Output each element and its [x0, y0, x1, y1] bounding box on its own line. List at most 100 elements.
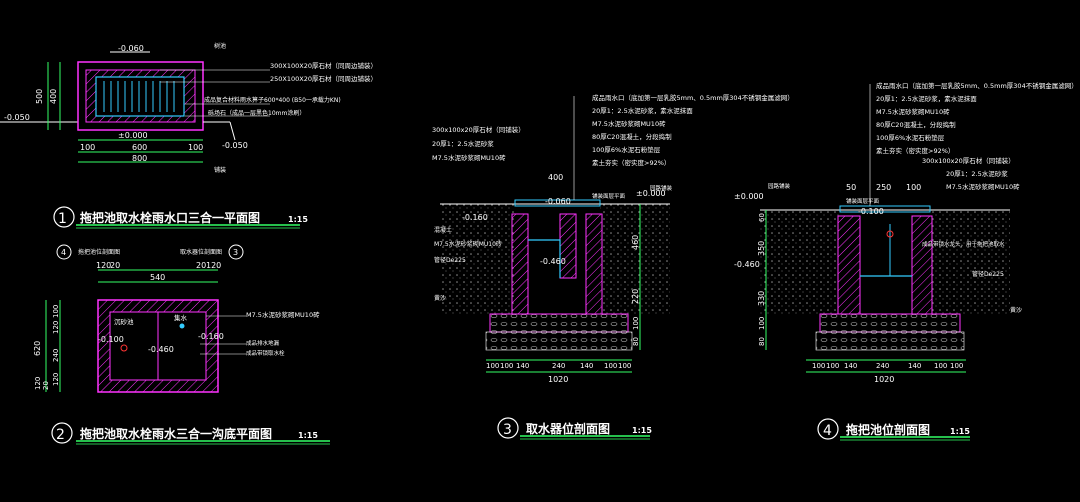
- plan1-label-top: 树池: [214, 42, 226, 50]
- sec3-dim-top: 400: [548, 173, 563, 182]
- plan2-title-num: 2: [56, 427, 65, 443]
- sec4-dim-v-4: 80: [758, 337, 766, 346]
- sec3-dim-b-1: 100: [500, 362, 513, 370]
- plan2-dim-top-1: 20: [110, 261, 120, 270]
- sec4-label-pave: 铺装面层平面: [846, 197, 880, 205]
- sec3-dim-b-2: 140: [516, 362, 529, 370]
- sec4-dim-b-1: 100: [826, 362, 839, 370]
- plan2-note-wall: M7.5水泥砂浆砌MU10砖: [246, 310, 320, 319]
- sec3-note-top-3: 80厚C20混凝土，分段捣制: [592, 132, 672, 141]
- plan1-dim-h-2: 100: [188, 143, 203, 152]
- sec4-label-edge: 园路铺装: [768, 182, 791, 190]
- plan2-ref-right-label: 取水器位剖面图: [180, 248, 222, 256]
- sec4-title: 拖把池位剖面图: [846, 422, 930, 437]
- sec4-note-top-4: 100厚6%水泥石粉垫层: [876, 133, 945, 142]
- sec4-note-right-1: 20厚1：2.5水泥砂浆: [946, 169, 1008, 178]
- sec4-label-pipe: 管径De225: [972, 270, 1004, 278]
- sec4-dim-v-2: 330: [757, 291, 766, 306]
- plan2-dim-v-4: 120: [34, 377, 42, 390]
- sec3-note-top-0: 成品雨水口（底加第一层乳胶5mm、0.5mm厚304不锈钢金属滤网）: [592, 93, 794, 102]
- sec4-dim-top-2: 100: [906, 183, 921, 192]
- sec3-scale: 1:15: [632, 426, 652, 435]
- plan1-dim-v2: 400: [49, 89, 58, 104]
- sec3-note-left-0: 300x100x20厚石材（同铺装）: [432, 125, 525, 134]
- sec4-label-slope: 成品带锁水龙头，用于拖把池取水: [922, 240, 1005, 248]
- sec4-note-top-3: 80厚C20混凝土，分段捣制: [876, 120, 956, 129]
- sec3-note-top-4: 100厚6%水泥石粉垫层: [592, 145, 661, 154]
- plan1-elev-bottom: ±0.000: [118, 131, 148, 140]
- sec3-elev-top: ±0.000: [636, 189, 666, 198]
- plan1-dim-h-1: 600: [132, 143, 147, 152]
- plan2-dim-v-3: 120: [52, 373, 60, 386]
- plan2-dim-v-0: 100: [52, 305, 60, 318]
- sec3-note-left-1: 20厚1：2.5水泥砂浆: [432, 139, 494, 148]
- sec4-dim-b-4: 140: [908, 362, 921, 370]
- sec3-dim-b-4: 140: [580, 362, 593, 370]
- plan1-dim-v: 500: [35, 89, 44, 104]
- plan1-note-1: 250X100X20厚石材（同周边铺装）: [270, 74, 377, 83]
- sec4-note-top-2: M7.5水泥砂浆砌MU10砖: [876, 107, 950, 116]
- plan1-dim-total: 800: [132, 154, 147, 163]
- sec4-note-top-1: 20厚1：2.5水泥砂浆，素水泥抹面: [876, 94, 977, 103]
- plan2-dim-top-4: 120: [206, 261, 221, 270]
- plan2-elev-b: -0.460: [148, 345, 174, 354]
- sec4-note-top-0: 成品雨水口（底加第一层乳胶5mm、0.5mm厚304不锈钢金属滤网）: [876, 81, 1078, 90]
- plan2-ref-right: 3: [233, 248, 238, 257]
- plan1-title-num: 1: [58, 211, 67, 227]
- sec3-label-pave: 铺装面层平面: [592, 192, 626, 200]
- sec3-elev-c: -0.460: [540, 257, 566, 266]
- plan1-scale: 1:15: [288, 215, 308, 224]
- sec3-note-top-1: 20厚1：2.5水泥砂浆，素水泥抹面: [592, 106, 693, 115]
- sec3-note-top-2: M7.5水泥砂浆砌MU10砖: [592, 119, 666, 128]
- plan1-elev-br: -0.050: [222, 141, 248, 150]
- sec4-dim-v-1: 350: [757, 241, 766, 256]
- sec4-note-top-5: 素土夯实（密实度>92%）: [876, 146, 954, 155]
- plan2-dim-v-2: 240: [52, 349, 60, 362]
- sec3-dim-b-6: 100: [618, 362, 631, 370]
- sec3-label-wall: M7.5水泥砂浆砌MU10砖: [434, 240, 502, 248]
- plan1-dim-h-0: 100: [80, 143, 95, 152]
- sec3-dim-b-0: 100: [486, 362, 499, 370]
- sec4-scale: 1:15: [950, 427, 970, 436]
- sec3-note-top-5: 素土夯实（密实度>92%）: [592, 158, 670, 167]
- plan2-dim-v-5: 20: [42, 381, 50, 390]
- sec4-elev-b: -0.460: [734, 260, 760, 269]
- plan2-note-b: 成品带锁取水栓: [246, 349, 285, 357]
- sec4-dim-b-6: 100: [950, 362, 963, 370]
- plan2-dim-v: 620: [33, 341, 42, 356]
- sec4-dim-top-0: 50: [846, 183, 856, 192]
- sec3-dim-total: 1020: [548, 375, 568, 384]
- sec3-title: 取水器位剖面图: [526, 421, 610, 436]
- sec4-dim-v-0: 60: [758, 213, 766, 222]
- plan-2: 4 3 拖把池位剖面图 取水器位剖面图 120 20 540 20 120 62…: [33, 244, 330, 445]
- sec3-dim-v-0: 460: [631, 235, 640, 250]
- sec4-dim-b-2: 140: [844, 362, 857, 370]
- plan1-title: 拖把池取水栓雨水口三合一平面图: [80, 210, 260, 225]
- sec3-dim-b-3: 240: [552, 362, 565, 370]
- sec4-dim-b-3: 240: [876, 362, 889, 370]
- plan2-dim-top-0: 120: [96, 261, 111, 270]
- sec4-dim-b-5: 100: [934, 362, 947, 370]
- plan2-dim-v-1: 120: [52, 321, 60, 334]
- sec3-dim-v-3: 80: [632, 337, 640, 346]
- plan2-scale: 1:15: [298, 431, 318, 440]
- plan1-note-3: 砾场石（成品一层黑色10mm涂刷）: [208, 109, 305, 117]
- plan2-note-a: 成品排水地漏: [246, 339, 280, 347]
- sec3-label-conc: 混凝土: [434, 226, 452, 234]
- sec4-title-num: 4: [823, 423, 832, 439]
- plan2-elev-c: -0.160: [198, 332, 224, 341]
- plan1-elev-left: -0.050: [4, 113, 30, 122]
- sec3-note-left-2: M7.5水泥砂浆砌MU10砖: [432, 153, 506, 162]
- plan2-dim-top-2: 540: [150, 273, 165, 282]
- sec4-dim-top-1: 250: [876, 183, 891, 192]
- sec4-dim-v-3: 100: [758, 317, 766, 330]
- plan2-title: 拖把池取水栓雨水三合一沟底平面图: [80, 426, 272, 441]
- section-4: 成品雨水口（底加第一层乳胶5mm、0.5mm厚304不锈钢金属滤网） 20厚1：…: [734, 81, 1078, 441]
- sec4-note-right-0: 300x100x20厚石材（同铺装）: [922, 156, 1015, 165]
- sec4-elev-a: -0.100: [858, 207, 884, 216]
- plan1-note-2: 成品复合材料雨水箅子600*400 (B50一承载力KN): [204, 96, 341, 104]
- sec4-dim-b-0: 100: [812, 362, 825, 370]
- sec3-dim-v-2: 100: [632, 317, 640, 330]
- plan2-ref-left-label: 拖把池位剖面图: [78, 248, 120, 256]
